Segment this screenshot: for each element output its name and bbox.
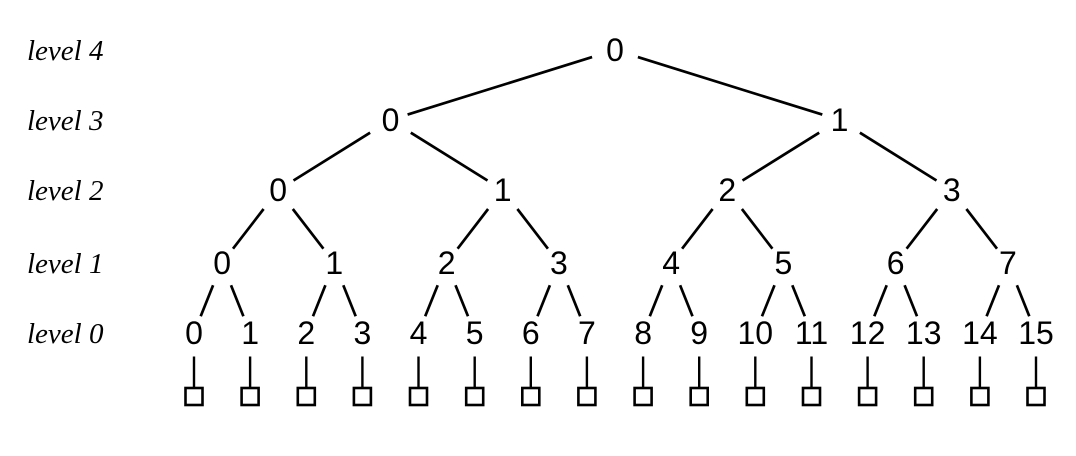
- tree-node-label: 9: [690, 315, 708, 351]
- tree-node-label: 0: [269, 172, 287, 208]
- tree-node-label: 2: [718, 172, 736, 208]
- level-row-label: level 1: [27, 248, 103, 280]
- tree-edge: [873, 284, 888, 317]
- tree-edge: [678, 284, 694, 317]
- leaf-marker-square-icon: [801, 386, 822, 407]
- leaf-marker-square-icon: [408, 386, 429, 407]
- tree-node-label: 1: [494, 172, 512, 208]
- tree-edge: [741, 131, 820, 182]
- tree-node-label: 0: [185, 315, 203, 351]
- tree-edge: [648, 284, 664, 317]
- tree-edge: [407, 55, 593, 116]
- tree-node-label: 5: [775, 245, 793, 281]
- leaf-marker-square-icon: [520, 386, 541, 407]
- tree-node-label: 7: [999, 245, 1017, 281]
- tree-edge: [905, 208, 939, 250]
- tree-edge: [342, 284, 357, 317]
- tree-node-label: 12: [850, 315, 886, 351]
- tree-node-label: 2: [297, 315, 315, 351]
- tree-node-label: 0: [213, 245, 231, 281]
- leaf-marker-square-icon: [689, 386, 710, 407]
- tree-node-label: 15: [1018, 315, 1054, 351]
- tree-edge: [199, 284, 215, 317]
- tree-edge: [566, 284, 582, 317]
- tree-node-label: 0: [382, 102, 400, 138]
- tree-node-label: 0: [606, 32, 624, 68]
- tree-edge: [456, 208, 490, 250]
- leaf-marker-square-icon: [184, 386, 204, 407]
- tree-edge: [965, 208, 999, 250]
- tree-edge: [859, 131, 938, 182]
- leaf-marker-square-icon: [970, 386, 990, 407]
- tree-edge: [985, 284, 1001, 317]
- tree-edge: [791, 284, 807, 317]
- leaf-marker-square-icon: [857, 386, 878, 407]
- tree-node-label: 4: [662, 245, 680, 281]
- tree-node-label: 14: [962, 315, 998, 351]
- tree-edge: [229, 284, 245, 317]
- tree-edge: [454, 284, 470, 317]
- leaf-marker-square-icon: [745, 386, 766, 407]
- tree-edge: [311, 284, 327, 317]
- tree-edge: [1015, 284, 1031, 317]
- tree-edge: [410, 131, 489, 182]
- tree-edge: [291, 208, 325, 250]
- tree-edge: [681, 208, 714, 250]
- tree-node-label: 13: [906, 315, 942, 351]
- leaf-marker-square-icon: [1026, 386, 1046, 407]
- level-row-label: level 0: [27, 318, 104, 350]
- tree-node-label: 7: [578, 315, 596, 351]
- tree-node-label: 1: [831, 102, 849, 138]
- tree-edge: [637, 55, 823, 116]
- tree-node-label: 1: [325, 245, 343, 281]
- tree-node-label: 6: [887, 245, 905, 281]
- level-row-label: level 4: [27, 35, 103, 67]
- tree-node-label: 10: [738, 315, 774, 351]
- leaf-marker-square-icon: [464, 386, 485, 407]
- tree-edge: [516, 208, 549, 250]
- tree-node-label: 1: [241, 315, 259, 351]
- leaf-marker-square-icon: [913, 386, 934, 407]
- tree-edge: [292, 131, 371, 182]
- leaf-marker-square-icon: [633, 386, 653, 407]
- tree-node-label: 6: [522, 315, 540, 351]
- tree-edge: [423, 284, 439, 317]
- tree-node-label: 3: [354, 315, 372, 351]
- tree-edge: [760, 284, 776, 317]
- tree-node-label: 3: [550, 245, 568, 281]
- leaf-marker-square-icon: [240, 386, 260, 407]
- leaf-marker-square-icon: [352, 386, 373, 407]
- leaf-marker-square-icon: [296, 386, 317, 407]
- tree-edge: [903, 284, 919, 317]
- leaf-marker-square-icon: [577, 386, 597, 407]
- tree-node-label: 5: [466, 315, 484, 351]
- tree-edge: [740, 208, 774, 250]
- tree-edge: [536, 284, 552, 317]
- tree-node-label: 8: [634, 315, 652, 351]
- tree-node-label: 3: [943, 172, 961, 208]
- level-row-label: level 3: [27, 105, 103, 137]
- tree-node-label: 11: [795, 315, 828, 351]
- tree-node-label: 4: [410, 315, 428, 351]
- level-row-label: level 2: [27, 175, 103, 207]
- tree-node-label: 2: [438, 245, 456, 281]
- tree-edge: [231, 208, 265, 250]
